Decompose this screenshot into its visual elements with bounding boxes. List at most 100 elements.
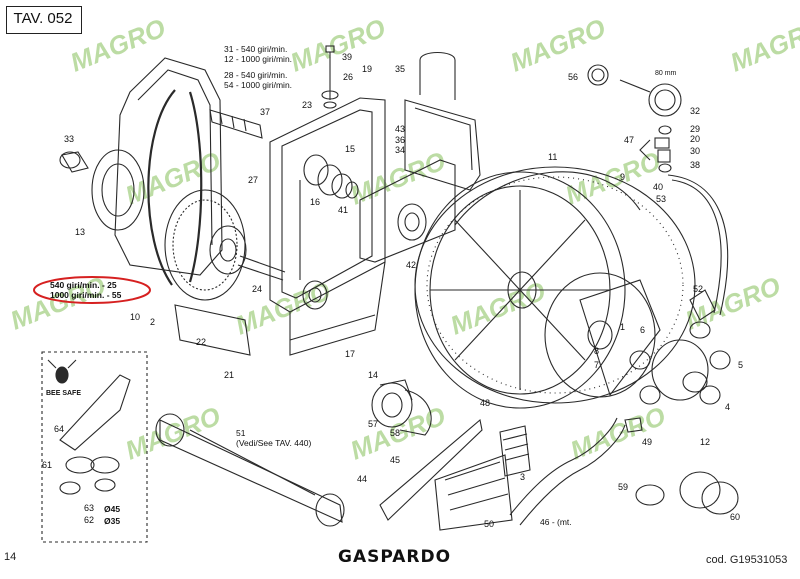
watermark: MAGRO: [681, 270, 785, 335]
note-rpm-54: 54 - 1000 giri/min.: [224, 80, 292, 90]
callout-24: 24: [252, 284, 262, 294]
drawing: [41, 45, 739, 543]
mesh-3: [499, 425, 531, 477]
reel-flange-11: [454, 171, 641, 226]
callout-39: 39: [342, 52, 352, 62]
callout-42: 42: [406, 260, 416, 270]
callout-53: 53: [656, 194, 666, 204]
pto-shaft-51: [155, 413, 345, 527]
note-dim-80: 80 mm: [655, 70, 677, 77]
bee-safe-panel: [41, 351, 148, 543]
fitting-stack: [639, 125, 672, 173]
reel-drum: [414, 166, 696, 409]
callout-58: 58: [390, 428, 400, 438]
callout-41: 41: [338, 205, 348, 215]
note-rpm-25: 540 giri/min. - 25: [50, 280, 117, 290]
hose-49: [624, 417, 643, 433]
filter-50: [434, 454, 513, 531]
callout-15: 15: [345, 144, 355, 154]
callout-43: 43: [395, 124, 405, 134]
callout-10: 10: [130, 312, 140, 322]
callout-56: 56: [568, 72, 578, 82]
distributor-5: [629, 321, 731, 405]
callout-57: 57: [368, 419, 378, 429]
callout-45: 45: [390, 455, 400, 465]
note-rpm-31: 31 - 540 giri/min.: [224, 44, 287, 54]
watermark: MAGRO: [121, 400, 225, 465]
callout-23: 23: [302, 100, 312, 110]
callout-5: 5: [738, 360, 743, 370]
plate-45: [379, 418, 483, 521]
watermark: MAGRO: [286, 12, 390, 77]
callout-4: 4: [725, 402, 730, 412]
watermark: MAGRO: [726, 12, 800, 77]
callout-37: 37: [260, 107, 270, 117]
note-ref-51: 51: [236, 428, 246, 438]
watermark: MAGRO: [506, 12, 610, 77]
washer-26: [321, 90, 339, 109]
callout-48: 48: [480, 398, 490, 408]
watermark: MAGRO: [66, 12, 170, 77]
callout-14: 14: [368, 370, 378, 380]
watermark: MAGRO: [121, 145, 225, 210]
callout-16: 16: [310, 197, 320, 207]
flex-hose-46: [509, 417, 626, 526]
callout-3: 3: [520, 472, 525, 482]
callout-2: 2: [150, 317, 155, 327]
callout-33: 33: [64, 134, 74, 144]
note-rpm-28: 28 - 540 giri/min.: [224, 70, 287, 80]
shaft-37: [209, 109, 263, 139]
turbine-hub: [544, 272, 661, 398]
callout-13: 13: [75, 227, 85, 237]
watermark-layer: MAGRO MAGRO MAGRO MAGRO MAGRO MAGRO MAGR…: [6, 12, 800, 465]
callout-62: 62: [84, 515, 94, 525]
bearing-set-15: [303, 154, 359, 199]
callout-32: 32: [690, 106, 700, 116]
callout-40: 40: [653, 182, 663, 192]
drive-pulley: [164, 189, 286, 301]
note-rpm-12: 12 - 1000 giri/min.: [224, 54, 292, 64]
callout-1: 1: [620, 322, 625, 332]
bee-icon: [47, 359, 77, 384]
callout-38: 38: [690, 160, 700, 170]
callout-61: 61: [42, 460, 52, 470]
bushing-33: [59, 151, 89, 173]
bearing-16: [302, 280, 328, 310]
impeller-57: [371, 379, 413, 428]
callout-12: 12: [700, 437, 710, 447]
hose-53: [667, 174, 729, 316]
watermark: MAGRO: [566, 400, 670, 465]
callout-52: 52: [693, 284, 703, 294]
page-number: 14: [4, 551, 17, 563]
table-code: TAV. 052: [13, 10, 73, 27]
cover-58: [399, 389, 432, 436]
main-frame: [174, 97, 386, 356]
callout-50: 50: [484, 519, 494, 529]
callout-17: 17: [345, 349, 355, 359]
callout-7: 7: [594, 360, 599, 370]
u-bolt-35: [419, 51, 456, 100]
callout-44: 44: [357, 474, 367, 484]
callout-22: 22: [196, 337, 206, 347]
note-ref-51b: (Vedi/See TAV. 440): [236, 438, 311, 448]
watermark: MAGRO: [446, 275, 550, 340]
callout-35: 35: [395, 64, 405, 74]
brand-logo: GASPARDO: [338, 547, 452, 567]
note-dim-35: Ø35: [104, 516, 120, 526]
drive-belt: [147, 89, 203, 286]
note-rpm-55: 1000 giri/min. - 55: [50, 290, 122, 300]
clamps-59-60: [635, 471, 739, 515]
bracket-43: [404, 99, 481, 191]
plate-42: [359, 159, 456, 263]
callout-11: 11: [548, 152, 557, 162]
callout-21: 21: [224, 370, 234, 380]
callout-29: 29: [690, 124, 700, 134]
notes: 31 - 540 giri/min. 12 - 1000 giri/min. 2…: [46, 44, 677, 527]
callout-27: 27: [248, 175, 258, 185]
callout-63: 63: [84, 503, 94, 513]
callout-26: 26: [343, 72, 353, 82]
callout-8: 8: [594, 346, 599, 356]
document-code: cod. G19531053: [706, 554, 788, 566]
note-hose-46: 46 - (mt.: [540, 517, 572, 527]
